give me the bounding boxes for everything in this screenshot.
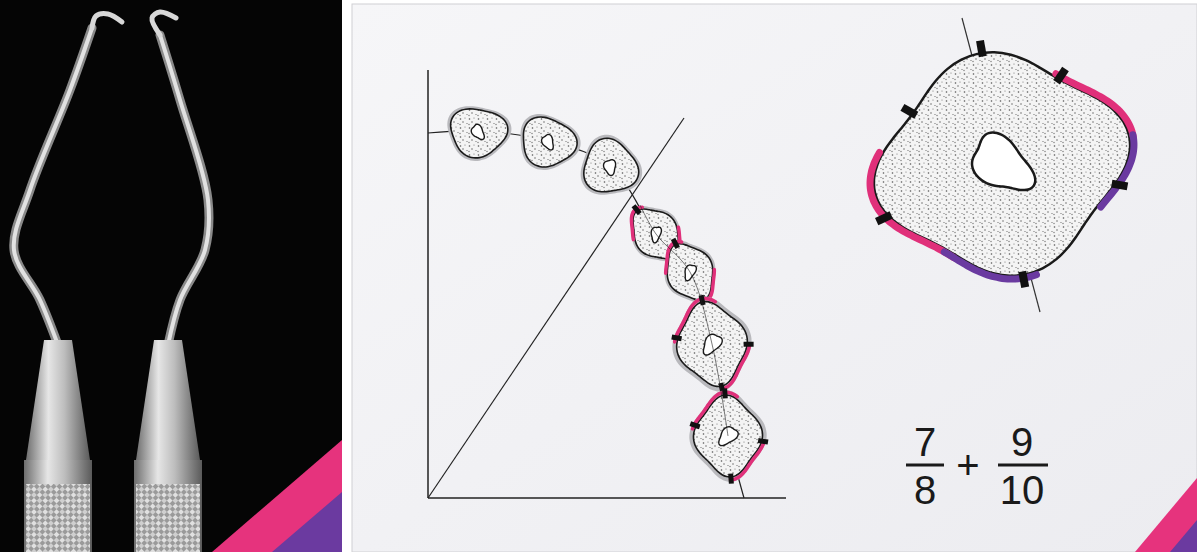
tooth-crown <box>874 52 1130 275</box>
tooth <box>689 388 768 483</box>
corner-accent <box>1135 478 1197 552</box>
fraction-number: 7 <box>914 420 936 464</box>
tooth-halo <box>447 106 511 161</box>
photo-ground <box>0 0 342 552</box>
contact-tick <box>1053 67 1069 85</box>
surface-highlight <box>1056 74 1133 137</box>
pulp-outline <box>703 334 722 355</box>
tooth-halo <box>520 114 580 170</box>
fraction-number: 8 <box>914 468 936 512</box>
contact-tick <box>758 438 769 444</box>
contact-tick <box>875 211 893 225</box>
corner-accent <box>212 440 342 552</box>
pulp-outline <box>604 160 616 176</box>
surface-highlight <box>721 344 749 389</box>
axis-line <box>427 70 429 498</box>
corner-accent <box>272 492 342 552</box>
instrument-handle <box>136 484 200 552</box>
instrument-shine <box>160 35 209 345</box>
contact-tick <box>976 40 987 57</box>
contact-tick <box>671 238 680 249</box>
enlarged-tooth <box>870 18 1134 312</box>
pulp-outline <box>719 427 738 446</box>
surface-highlight <box>692 392 737 429</box>
surface-highlight <box>1101 135 1134 207</box>
instrument-collar <box>134 460 202 552</box>
contact-tick <box>900 104 918 119</box>
pulp-outline <box>542 134 554 150</box>
contact-tick <box>1018 271 1029 288</box>
tooth <box>447 106 511 161</box>
tooth <box>581 135 642 195</box>
instrument-neck <box>136 340 200 460</box>
diagonal-line <box>428 118 684 498</box>
contact-tick <box>1111 180 1128 191</box>
instrument-neck <box>26 340 90 460</box>
instrument-tip <box>92 14 122 28</box>
pulp-outline <box>972 133 1035 191</box>
tooth-crown <box>523 117 577 167</box>
tooth <box>520 114 580 170</box>
surface-highlight <box>707 270 714 301</box>
tooth-crown <box>584 138 639 192</box>
surface-highlight <box>730 441 764 479</box>
tooth-halo <box>581 135 642 195</box>
contact-tick <box>671 335 682 342</box>
curette-photo <box>14 12 209 552</box>
fraction-number: 10 <box>1000 468 1045 512</box>
instrument-tip <box>152 12 176 35</box>
instrument-shine <box>14 28 92 345</box>
tooth-crown <box>451 109 508 158</box>
instrument-shaft <box>160 35 209 345</box>
arch-diagram <box>428 70 786 498</box>
contact-tick <box>722 388 728 398</box>
fraction-number: 9 <box>1011 420 1033 464</box>
instrument-collar <box>24 460 92 552</box>
contact-tick <box>744 342 754 347</box>
contact-tick <box>690 421 701 429</box>
contact-tick <box>728 473 734 483</box>
instrument-handle <box>26 484 90 552</box>
pulp-outline <box>471 124 484 139</box>
axis-line <box>428 497 786 499</box>
instrument-shaft <box>14 28 92 345</box>
corner-accent <box>1170 520 1197 552</box>
plus-sign: + <box>956 443 979 487</box>
surface-highlight <box>870 152 885 217</box>
diagram-panel <box>352 4 1197 552</box>
arch-curve <box>640 205 728 436</box>
